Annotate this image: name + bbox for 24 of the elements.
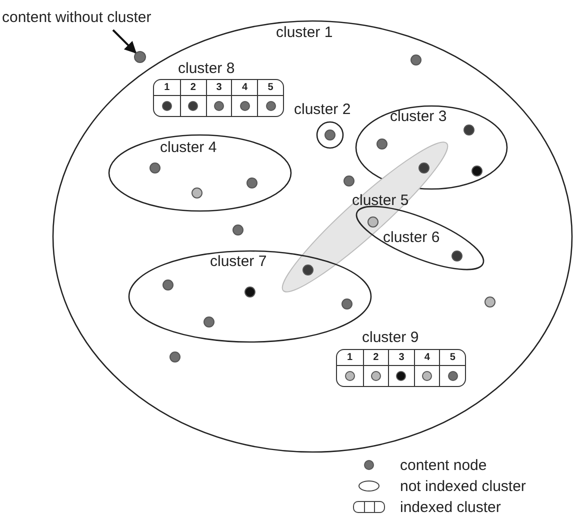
index-number: 4 — [424, 352, 430, 364]
legend-text: indexed cluster — [400, 498, 501, 516]
annotation-text: content without cluster — [2, 8, 152, 28]
legend-text: content node — [400, 456, 487, 474]
index-number: 2 — [373, 352, 379, 364]
cluster-label: cluster 5 — [352, 192, 409, 210]
cluster-label: cluster 6 — [383, 229, 440, 247]
cluster-label: cluster 3 — [390, 108, 447, 126]
legend-text: not indexed cluster — [400, 478, 526, 494]
cluster-label: cluster 1 — [276, 24, 333, 42]
index-number: 2 — [190, 82, 196, 94]
index-number: 3 — [398, 352, 404, 364]
cluster-label: cluster 9 — [362, 329, 419, 347]
cluster-label: cluster 7 — [210, 253, 267, 271]
cluster-label: cluster 8 — [178, 60, 235, 78]
index-number: 3 — [216, 82, 222, 94]
leader-arrow — [112, 29, 137, 54]
index-number: 1 — [347, 352, 353, 364]
index-number: 4 — [242, 82, 248, 94]
index-number: 5 — [268, 82, 274, 94]
cluster-label: cluster 2 — [294, 101, 351, 119]
cluster-label: cluster 4 — [160, 139, 217, 157]
index-number: 1 — [164, 82, 170, 94]
index-number: 5 — [450, 352, 456, 364]
